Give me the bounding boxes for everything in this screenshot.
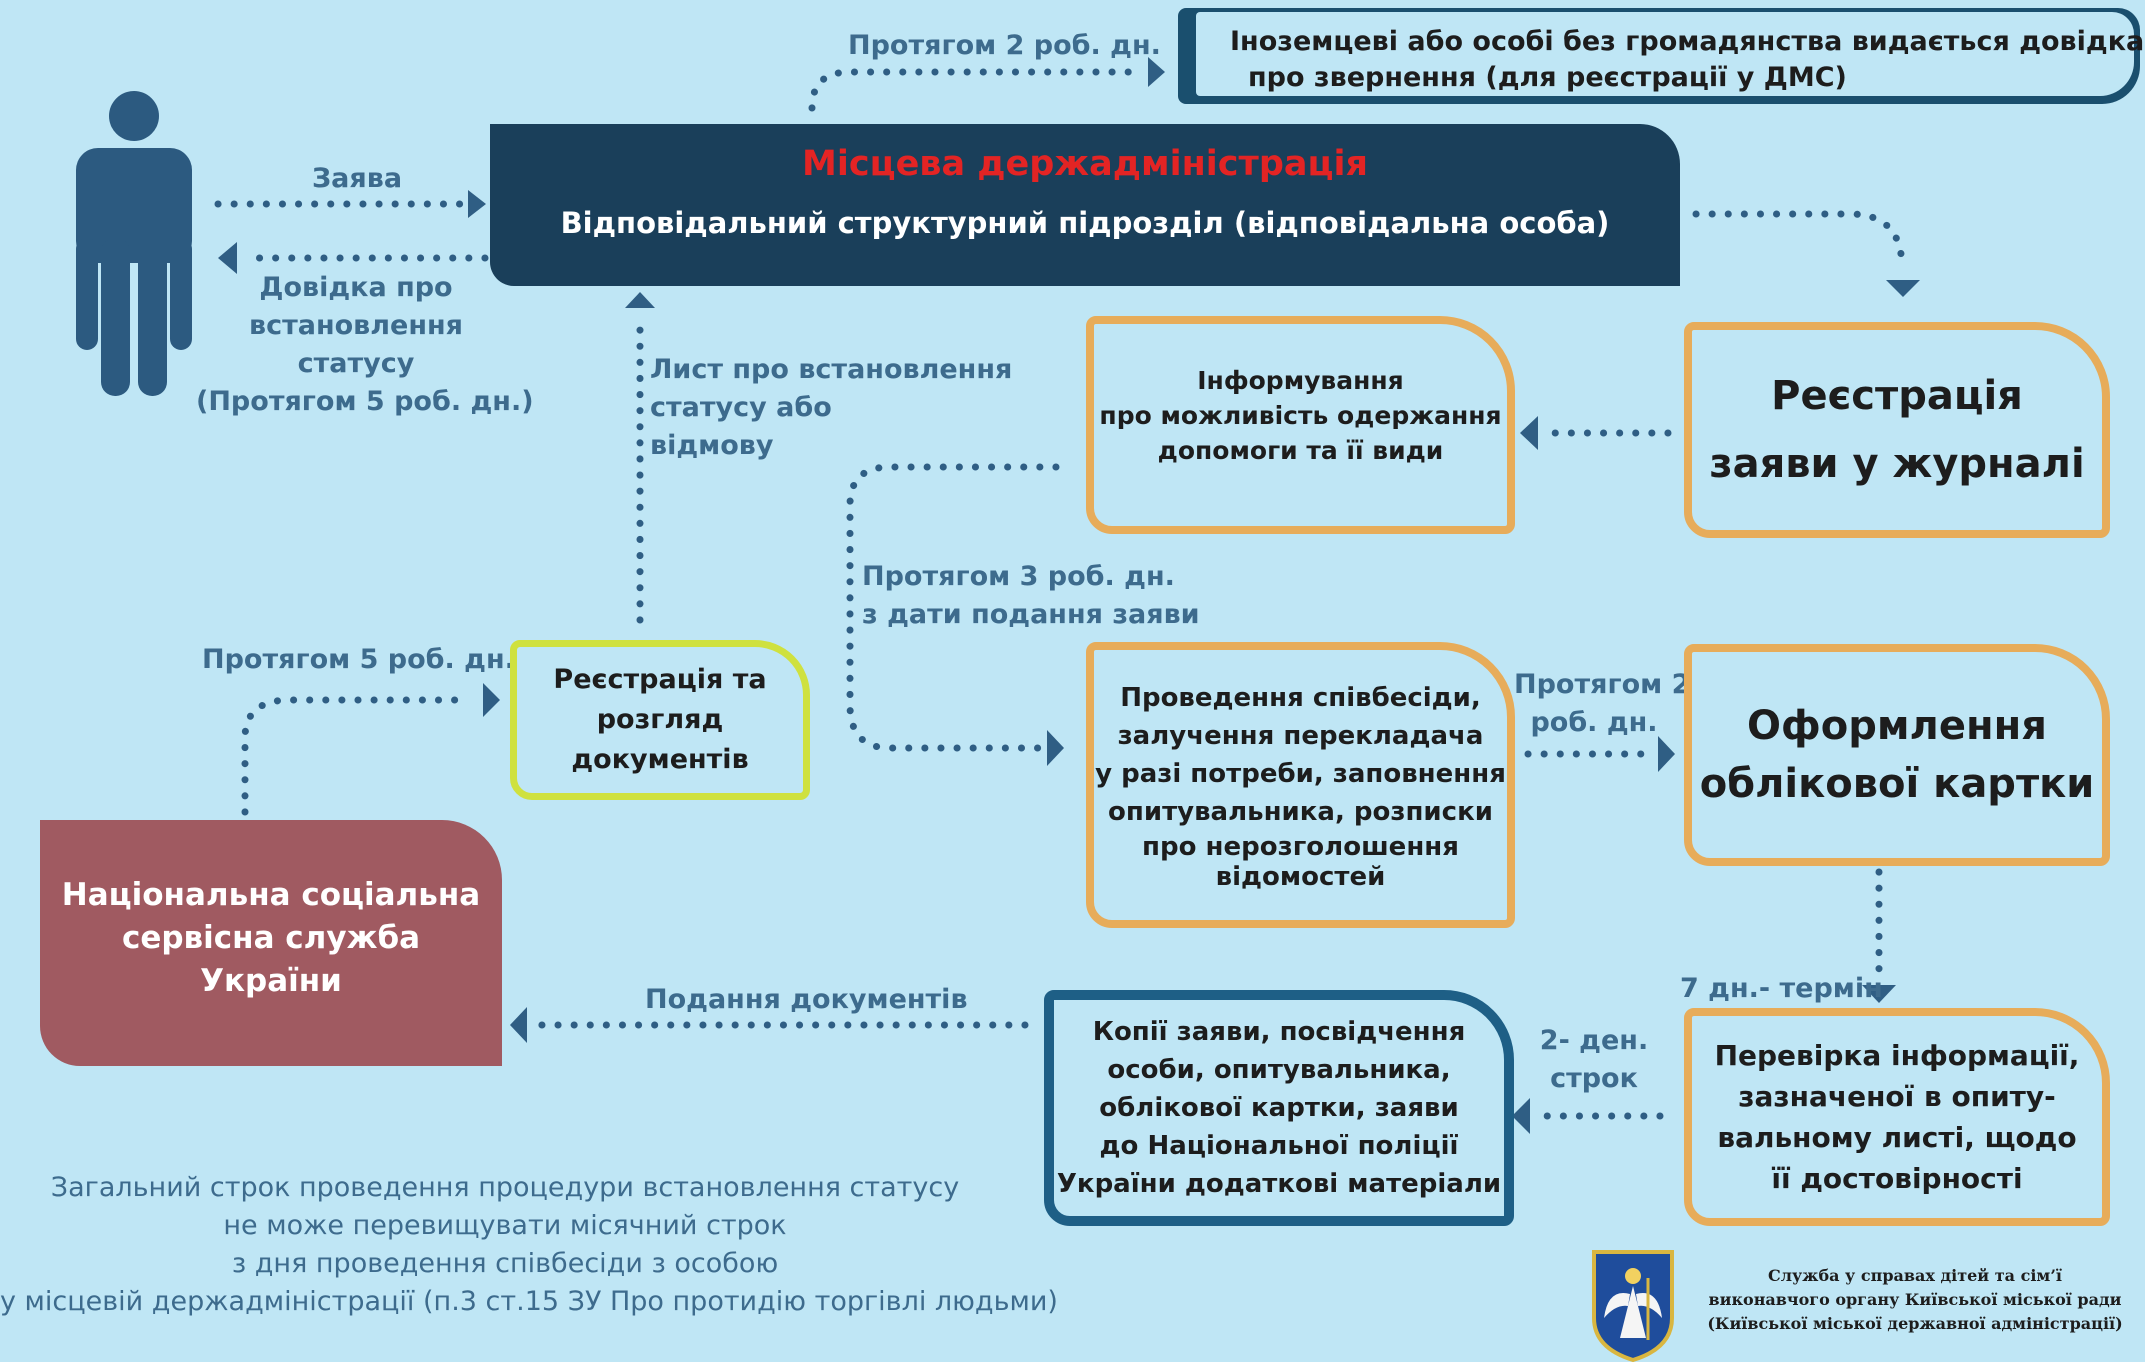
box-perevirka: Перевірка інформації, зазначеної в опиту… <box>1684 1008 2110 1226</box>
label-lyst: Лист про встановлення статусу або відмов… <box>650 351 1012 465</box>
box-spivbesida-line5: про нерозголошення <box>1142 832 1459 862</box>
label-dovidka-line2: встановлення <box>249 310 463 341</box>
label-term3-line2: з дати подання заяви <box>862 599 1200 630</box>
coat-of-arms-icon <box>1592 1250 1674 1362</box>
box-reestratsiia: Реєстрація заяви у журналі <box>1684 322 2110 538</box>
label-lyst-line3: відмову <box>650 430 774 461</box>
footer-note-line1: Загальний строк проведення процедури вст… <box>50 1172 960 1203</box>
top-note-line2: про звернення (для реєстрації у ДМС) <box>1248 62 1847 93</box>
box-perevirka-line2: зазначеної в опиту- <box>1738 1080 2056 1113</box>
label-lyst-line1: Лист про встановлення <box>650 354 1013 385</box>
box-nsss-line2: сервісна служба <box>121 919 421 956</box>
box-reestratsiia-line2: заяви у журналі <box>1709 441 2085 487</box>
box-kopii-line4: до Національної поліції <box>1099 1131 1459 1161</box>
arrowhead-nsss <box>510 1007 527 1043</box>
label-term2-line2: роб. дн. <box>1530 707 1658 738</box>
person-icon <box>76 91 192 396</box>
label-term2day: 2- ден. строк <box>1524 1022 1664 1098</box>
arrowhead-dovidka <box>218 242 237 274</box>
arrowhead-zayava <box>468 190 486 218</box>
arrowhead-kartka <box>1658 736 1675 772</box>
box-kopii-line3: облікової картки, заяви <box>1099 1093 1459 1123</box>
arrowhead-lyst <box>625 292 655 308</box>
arrowhead-informuvannia <box>1520 416 1538 450</box>
label-dovidka-line4: (Протягом 5 роб. дн.) <box>196 386 534 417</box>
box-spivbesida-line4: опитувальника, розписки <box>1108 797 1493 827</box>
box-kopii-line2: особи, опитувальника, <box>1107 1055 1451 1085</box>
org-line1: Служба у справах дітей та сім’ї <box>1768 1266 2062 1285</box>
top-note-box: Іноземцеві або особі без громадянства ви… <box>1178 8 2145 104</box>
label-term2-line1: Протягом 2 <box>1514 669 1691 700</box>
label-top-term: Протягом 2 роб. дн. <box>848 30 1161 61</box>
org-line3: (Київської міської державної адміністрац… <box>1707 1314 2123 1333</box>
box-kartka-line1: Оформлення <box>1747 703 2047 749</box>
footer-note-line3: з дня проведення співбесіди з особою <box>231 1248 779 1279</box>
box-informuvannia: Інформування про можливість одержання до… <box>1086 316 1515 534</box>
box-spivbesida-line3: у разі потреби, заповнення <box>1095 759 1506 789</box>
box-nsss-line3: України <box>200 962 342 999</box>
label-term3: Протягом 3 роб. дн. з дати подання заяви <box>862 558 1200 634</box>
arrowhead-kopii <box>1512 1098 1530 1134</box>
arrowhead-spivbesida <box>1047 730 1064 766</box>
arrow-nsss-rozghliad <box>241 696 474 816</box>
arrow-to-reestratsiia <box>1692 210 1906 272</box>
box-nsss-line1: Національна соціальна <box>61 876 481 913</box>
box-rozghliad-line2: розгляд <box>596 704 724 735</box>
label-lyst-line2: статусу або <box>650 392 832 423</box>
box-perevirka-line1: Перевірка інформації, <box>1714 1039 2080 1072</box>
label-dovidka-line3: статусу <box>297 348 415 379</box>
header-title: Місцева держадміністрація <box>802 144 1368 184</box>
arrowhead-top-note <box>1148 57 1165 87</box>
box-kartka-line2: облікової картки <box>1699 761 2095 807</box>
label-dovidka: Довідка про встановлення статусу (Протяг… <box>196 269 534 421</box>
header-box: Місцева держадміністрація Відповідальний… <box>490 124 1680 286</box>
box-rozghliad-line3: документів <box>571 744 749 775</box>
label-term2day-line2: строк <box>1550 1063 1638 1094</box>
org-line2: виконавчого органу Київської міської рад… <box>1708 1290 2122 1309</box>
header-subtitle: Відповідальний структурний підрозділ (ві… <box>560 206 1610 240</box>
label-term2day-line1: 2- ден. <box>1539 1025 1649 1056</box>
label-term2: Протягом 2 роб. дн. <box>1514 666 1691 742</box>
label-podannia: Подання документів <box>645 984 968 1015</box>
arrowhead-rozghliad <box>483 683 500 717</box>
label-zayava: Заява <box>312 163 403 194</box>
arrowhead-perevirka <box>1862 985 1896 1003</box>
arrow-top-note <box>808 68 1144 112</box>
box-informuvannia-line3: допомоги та її види <box>1157 435 1444 465</box>
box-kartka: Оформлення облікової картки <box>1684 644 2110 866</box>
label-dovidka-line1: Довідка про <box>259 272 453 303</box>
box-perevirka-line3: вальному листі, щодо <box>1717 1121 2077 1154</box>
top-note-line1: Іноземцеві або особі без громадянства ви… <box>1230 26 2145 57</box>
footer-note-line4: у місцевій держадміністрації (п.3 ст.15 … <box>0 1286 1058 1317</box>
box-perevirka-line4: її достовірності <box>1771 1162 2023 1195</box>
box-rozghliad: Реєстрація та розгляд документів <box>510 640 810 800</box>
box-nsss: Національна соціальна сервісна служба Ук… <box>40 820 502 1066</box>
box-kopii-line1: Копії заяви, посвідчення <box>1092 1017 1466 1047</box>
box-reestratsiia-line1: Реєстрація <box>1771 373 2023 419</box>
footer-note-line2: не може перевищувати місячний строк <box>223 1210 787 1241</box>
arrowhead-reestratsiia <box>1886 280 1920 297</box>
box-spivbesida-line2: залучення перекладача <box>1117 721 1484 751</box>
label-term5: Протягом 5 роб. дн. <box>202 644 515 675</box>
org-caption: Служба у справах дітей та сім’ї виконавч… <box>1690 1264 2140 1336</box>
box-informuvannia-line1: Інформування <box>1197 365 1404 395</box>
box-spivbesida: Проведення співбесіди, залучення перекла… <box>1086 642 1515 928</box>
box-kopii-line5: України додаткові матеріали <box>1056 1169 1502 1199</box>
footer-note: Загальний строк проведення процедури вст… <box>0 1169 1058 1321</box>
box-rozghliad-line1: Реєстрація та <box>553 664 767 695</box>
label-term7: 7 дн.- термін <box>1680 973 1883 1004</box>
box-spivbesida-line1: Проведення співбесіди, <box>1120 683 1481 713</box>
label-term3-line1: Протягом 3 роб. дн. <box>862 561 1175 592</box>
box-informuvannia-line2: про можливість одержання <box>1099 400 1502 430</box>
box-kopii: Копії заяви, посвідчення особи, опитувал… <box>1044 990 1514 1226</box>
box-spivbesida-line6: відомостей <box>1215 862 1386 892</box>
